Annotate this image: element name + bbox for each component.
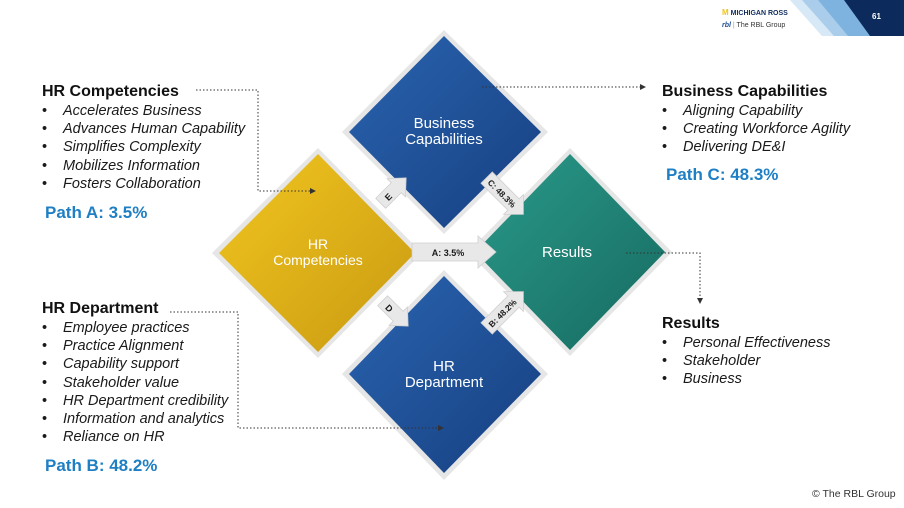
hr-department-diamond-label-2: Department [405, 374, 484, 391]
copyright-icon: © [812, 488, 820, 500]
list-item: Reliance on HR [42, 428, 228, 446]
hr-competencies-list: Accelerates Business Advances Human Capa… [42, 102, 245, 193]
header-banner [790, 0, 904, 36]
list-item: Information and analytics [42, 410, 228, 428]
business-capabilities-label-2: Capabilities [405, 131, 483, 148]
michigan-ross-logo-text: MICHIGAN ROSS [730, 10, 788, 17]
hr-department-diamond-label: HR [433, 358, 455, 375]
path-c-label: Path C: 48.3% [666, 165, 779, 184]
list-item: HR Department credibility [42, 392, 228, 410]
path-b-label: Path B: 48.2% [45, 456, 158, 475]
list-item: Stakeholder value [42, 374, 228, 392]
rbl-mark-icon: rbl [722, 22, 731, 29]
connector-hr-department [170, 311, 438, 429]
business-capabilities-label: Business [414, 115, 475, 132]
list-item: Simplifies Complexity [42, 138, 245, 156]
list-item: Personal Effectiveness [662, 334, 831, 352]
results-list: Personal Effectiveness Stakeholder Busin… [662, 334, 831, 389]
business-capabilities-title: Business Capabilities [662, 83, 828, 100]
arrow-e: E [375, 177, 407, 209]
hr-department-block: HR Department Employee practices Practic… [42, 300, 228, 447]
list-item: Creating Workforce Agility [662, 120, 850, 138]
hr-department-list: Employee practices Practice Alignment Ca… [42, 319, 228, 447]
list-item: Accelerates Business [42, 102, 245, 120]
arrow-d: D [377, 295, 409, 327]
connector-hr-competencies [196, 89, 310, 192]
business-capabilities-list: Aligning Capability Creating Workforce A… [662, 102, 850, 157]
hr-competencies-diamond-label-2: Competencies [273, 252, 363, 268]
arrow-a: A: 3.5% [411, 235, 497, 269]
list-item: Delivering DE&I [662, 138, 850, 156]
results-diamond-label: Results [542, 244, 592, 261]
list-item: Advances Human Capability [42, 120, 245, 138]
business-capabilities-block: Business Capabilities Aligning Capabilit… [662, 83, 850, 157]
list-item: Employee practices [42, 319, 228, 337]
rbl-group-logo: rbl | The RBL Group [722, 22, 786, 29]
list-item: Business [662, 370, 831, 388]
arrow-a-label: A: 3.5% [432, 248, 465, 258]
michigan-ross-logo: M MICHIGAN ROSS [722, 8, 788, 17]
connector-results [626, 252, 701, 298]
connector-arrowheads [310, 84, 703, 431]
list-item: Stakeholder [662, 352, 831, 370]
arrow-e-label: E [383, 191, 394, 202]
hr-competencies-block: HR Competencies Accelerates Business Adv… [42, 83, 245, 193]
results-block: Results Personal Effectiveness Stakehold… [662, 315, 831, 389]
hr-department-title: HR Department [42, 300, 159, 317]
path-a-label: Path A: 3.5% [45, 203, 148, 222]
list-item: Fosters Collaboration [42, 175, 245, 193]
list-item: Capability support [42, 355, 228, 373]
copyright-notice: © The RBL Group [812, 488, 896, 500]
list-item: Aligning Capability [662, 102, 850, 120]
list-item: Practice Alignment [42, 337, 228, 355]
results-title: Results [662, 315, 720, 332]
connector-lines [170, 86, 701, 429]
rbl-group-logo-text: The RBL Group [736, 22, 786, 29]
hr-competencies-diamond: HR Competencies [212, 148, 422, 358]
hr-competencies-diamond-label: HR [308, 236, 328, 252]
slide-number: 61 [872, 12, 881, 21]
list-item: Mobilizes Information [42, 157, 245, 175]
hr-competencies-title: HR Competencies [42, 83, 179, 100]
michigan-m-icon: M [722, 8, 729, 17]
copyright-text: The RBL Group [822, 488, 896, 500]
